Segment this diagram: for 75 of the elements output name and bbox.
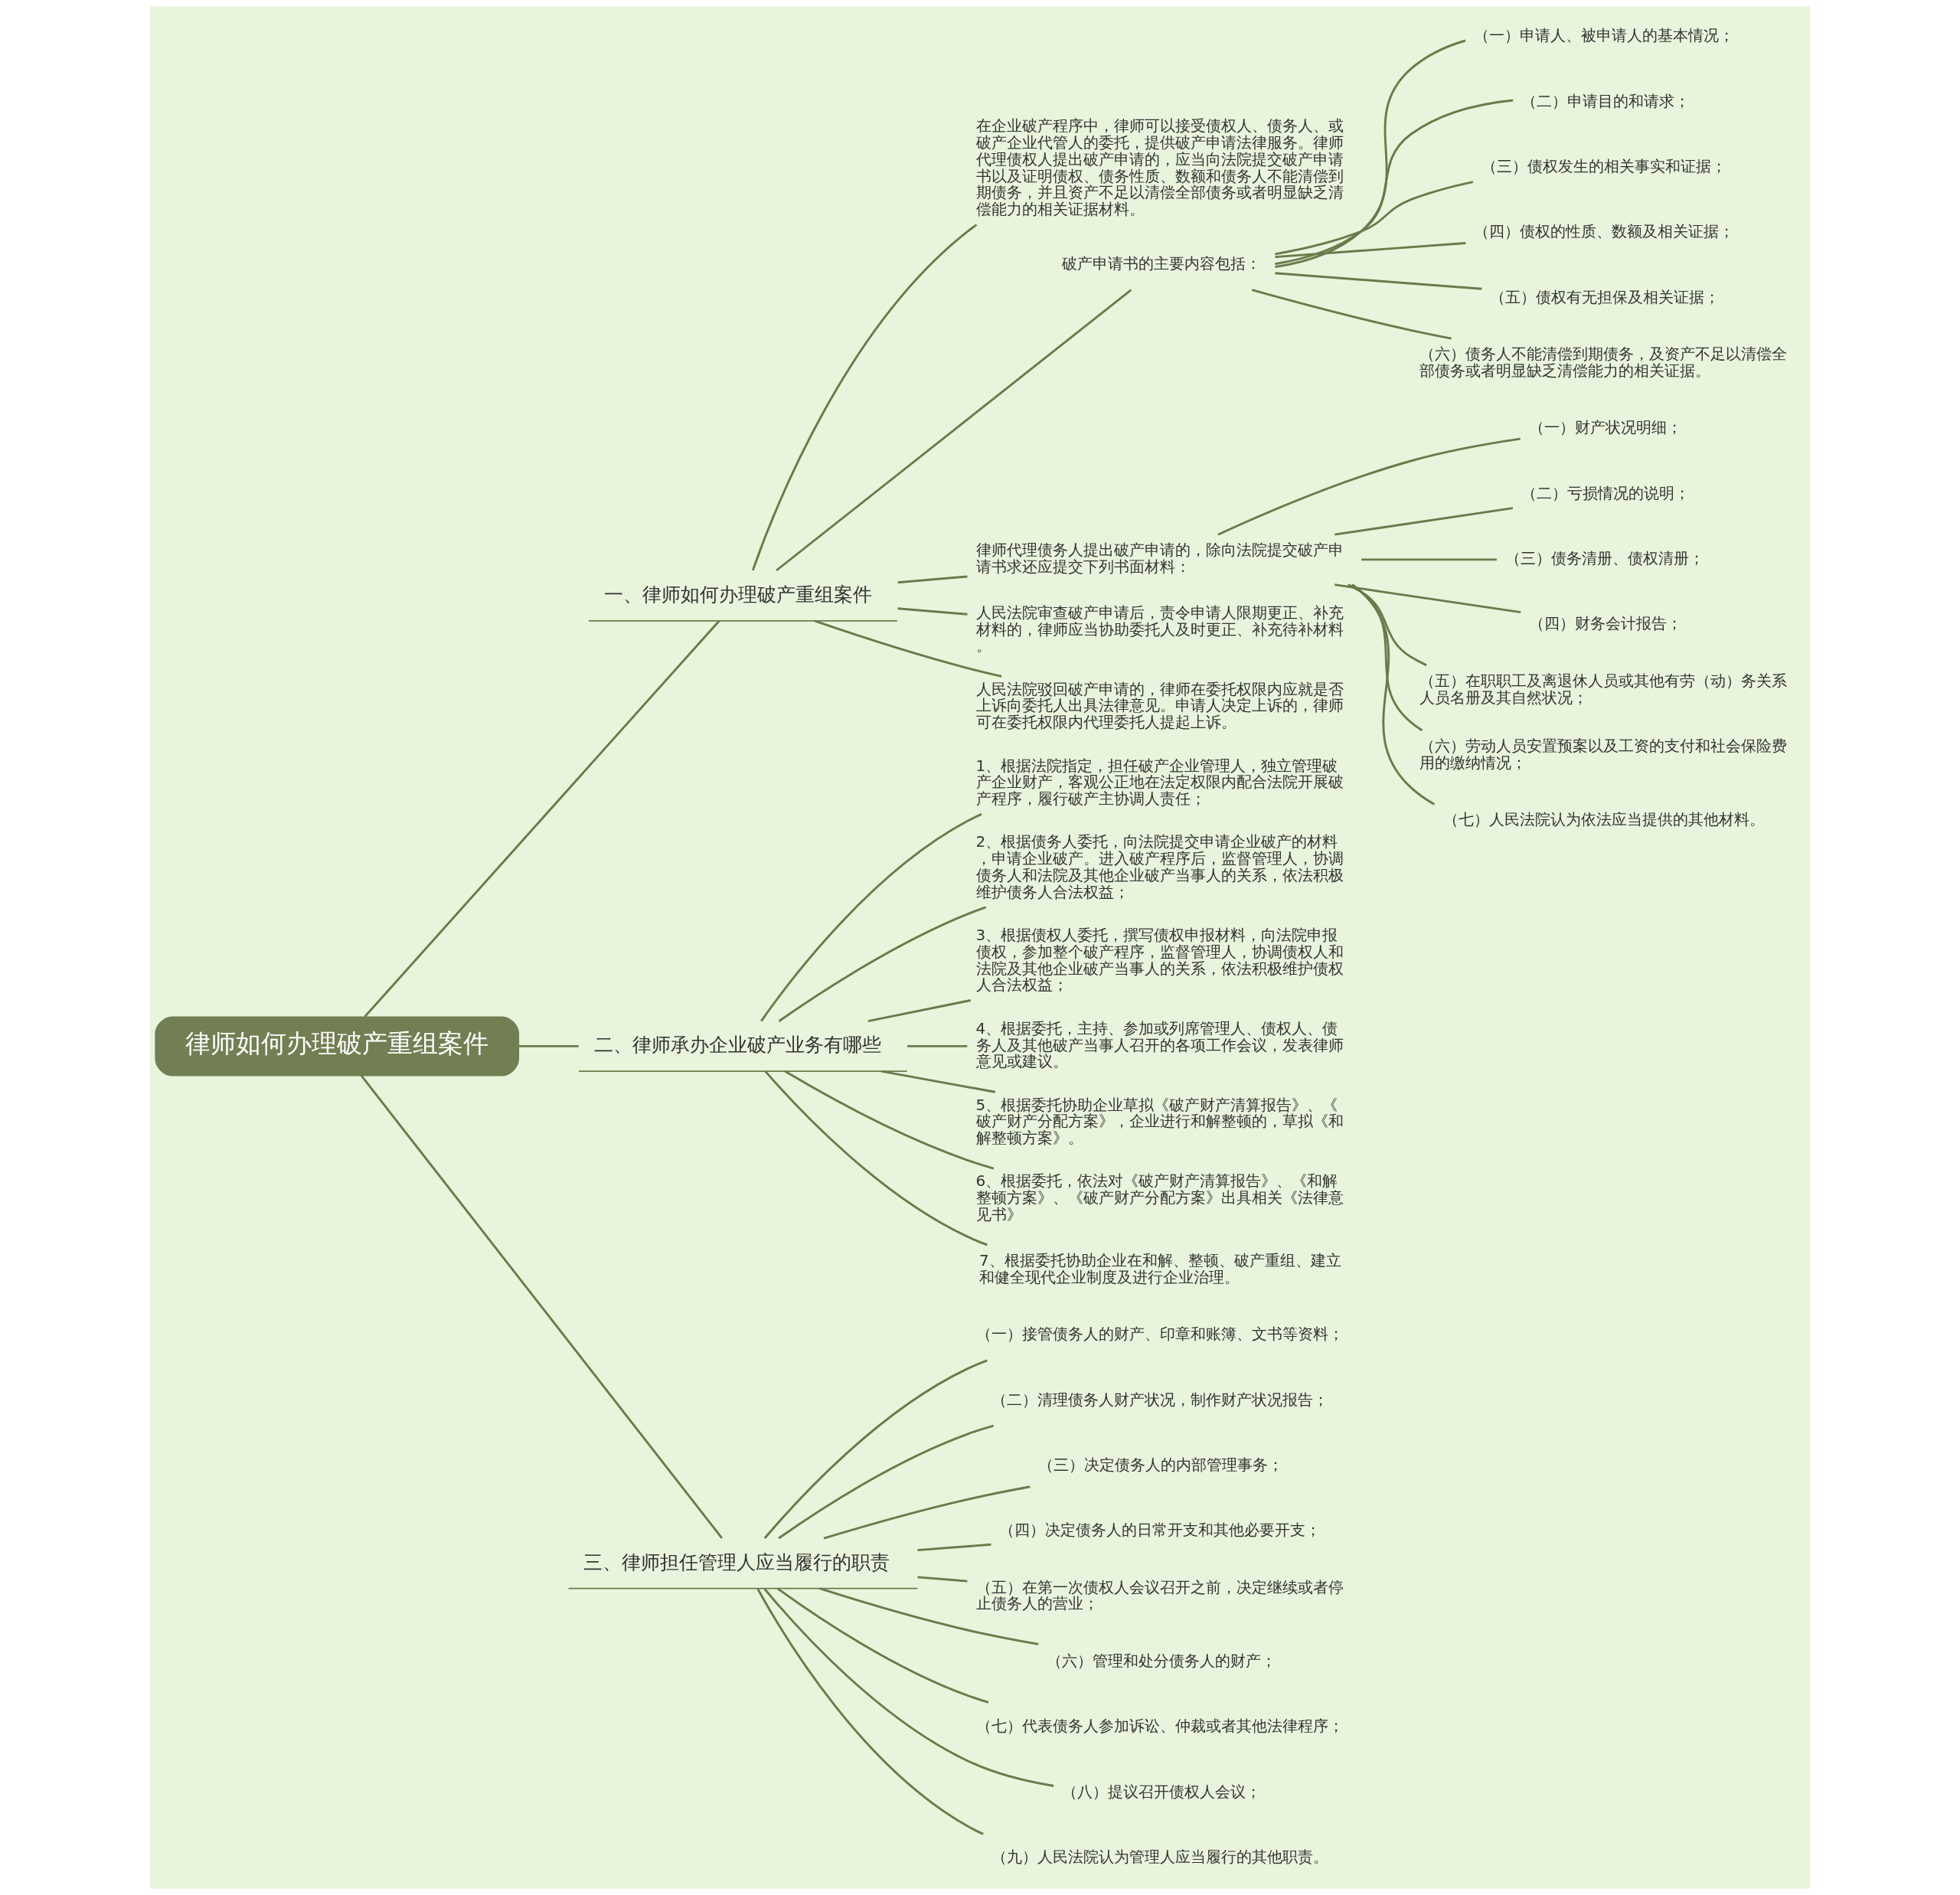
node-text: （六）债务人不能清偿到期债务，及资产不足以清偿全部债务或者明显缺乏清偿能力的相关证据。 (1419, 345, 1787, 380)
connector (867, 999, 971, 1023)
connector (880, 1070, 996, 1093)
node-text: （七）人民法院认为依法应当提供的其他材料。 (1442, 810, 1765, 829)
connector (823, 1485, 1031, 1540)
node-text: 人民法院驳回破产申请的，律师在委托权限内应就是否上诉向委托人出具法律意见。申请人决定上诉的，律师可在委托权限内代理委托人提起上诉。 (975, 679, 1344, 732)
connector (763, 1588, 1054, 1787)
node-text: （五）在职职工及离退休人员或其他有劳（动）务关系人员名册及其自然状况； (1419, 671, 1787, 707)
node-text: 三、律师担任管理人应当履行的职责 (583, 1550, 890, 1573)
node-text: （二）清理债务人财产状况，制作财产状况报告； (991, 1390, 1329, 1409)
node-text: （四）决定债务人的日常开支和其他必要开支； (999, 1521, 1321, 1540)
connector (778, 1424, 994, 1540)
node-text: 4、根据委托，主持、参加或列席管理人、债权人、债务人及其他破产当事人召开的各项工作会议，发表律师意见或建议。 (975, 1018, 1344, 1071)
node-text: 律师代理债务人提出破产申请的，除向法院提交破产申请书求还应提交下列书面材料： (975, 541, 1344, 576)
node-box: 律师如何办理破产重组案件 (155, 1016, 520, 1077)
node-text: （一）申请人、被申请人的基本情况； (1474, 26, 1735, 45)
connector (360, 1074, 724, 1539)
connector (917, 1543, 991, 1552)
node-text: 3、根据债权人委托，撰写债权申报材料，向法院申报债权，参加整个破产程序，监督管理人，协调债权人和法院及其他企业破产当事人的关系，依法积极维护债权人合法权益； (975, 926, 1344, 995)
connector (756, 1588, 984, 1835)
node-text: 6、根据委托，依法对《破产财产清算报告》、《和解整顿方案》、《破产财产分配方案》出具相关《法律意见书》 (975, 1171, 1344, 1224)
connector (760, 813, 982, 1022)
connector (1361, 558, 1497, 561)
node-text: 二、律师承办企业破产业务有哪些 (594, 1033, 882, 1057)
node-text: 一、律师如何办理破产重组案件 (603, 582, 872, 606)
connector (907, 1044, 968, 1047)
connector (1351, 583, 1436, 805)
node-text: 2、根据债务人委托，向法院提交申请企业破产的材料，申请企业破产。进入破产程序后，监督管理人，协调债务人和法院及其他企业破产当事人的关系，依法积极维护债务人合法权益； (975, 832, 1344, 901)
node-text: 1、根据法院指定，担任破产企业管理人，独立管理破产企业财产，客观公正地在法定权限内配合法院开展破产程序，履行破产主协调人责任； (975, 756, 1344, 809)
connector (1275, 272, 1482, 290)
node-text: （三）债务清册、债权清册； (1505, 548, 1705, 567)
connector (819, 1587, 1039, 1645)
connector (1275, 39, 1466, 269)
connector (1334, 583, 1521, 614)
node-text: （一）财产状况明细； (1529, 418, 1683, 437)
connector (364, 619, 720, 1018)
connector (1275, 181, 1474, 256)
node-text: （九）人民法院认为管理人应当履行的其他职责。 (991, 1847, 1329, 1866)
connector (778, 906, 987, 1022)
connector (897, 607, 968, 616)
node-text: （三）决定债务人的内部管理事务； (1038, 1455, 1284, 1474)
connector (917, 1576, 968, 1583)
connector (776, 1587, 989, 1704)
connector (518, 1044, 579, 1047)
node-text: （五）债权有无担保及相关证据； (1490, 287, 1720, 306)
connector (1348, 583, 1427, 667)
node-text: （四）债权的性质、数额及相关证据； (1474, 222, 1735, 241)
connector (1251, 289, 1452, 340)
connector (1275, 242, 1466, 259)
node-text: 5、根据委托协助企业草拟《破产财产清算报告》、《破产财产分配方案》，企业进行和解整顿的，草拟《和解整顿方案》。 (975, 1095, 1344, 1148)
connector (1217, 437, 1521, 536)
node-text: （四）财务会计报告； (1529, 614, 1683, 633)
connector (776, 289, 1132, 572)
node-text: （二）亏损情况的说明； (1521, 483, 1690, 502)
node-text: 7、根据委托协助企业在和解、整顿、破产重组、建立和健全现代企业制度及进行企业治理。 (979, 1250, 1341, 1286)
connector (784, 1070, 995, 1170)
connector (1351, 583, 1423, 732)
connector (814, 619, 1002, 678)
node-text: （八）提议召开债权人会议； (1062, 1782, 1262, 1801)
node-text: （六）管理和处分债务人的财产； (1047, 1651, 1277, 1670)
node-text: （一）接管债务人的财产、印章和账簿、文书等资料； (975, 1325, 1344, 1344)
node-text: （五）在第一次债权人会议召开之前，决定继续或者停止债务人的营业； (975, 1577, 1344, 1613)
connector (763, 1359, 988, 1539)
connector (897, 575, 968, 584)
node-text: 人民法院审查破产申请后，责令申请人限期更正、补充材料的，律师应当协助委托人及时更正、补充待补材料。 (975, 603, 1344, 655)
node-text: （二）申请目的和请求； (1521, 91, 1690, 110)
node-text: （六）劳动人员安置预案以及工资的支付和社会保险费用的缴纳情况； (1419, 737, 1787, 772)
connector (764, 1070, 988, 1246)
node-text: 破产申请书的主要内容包括： (1062, 254, 1262, 273)
connector (1334, 507, 1514, 536)
connector (751, 224, 978, 571)
connector (1275, 99, 1514, 266)
node-text: （三）债权发生的相关事实和证据； (1481, 156, 1727, 175)
node-text: （七）代表债务人参加诉讼、仲裁或者其他法律程序； (975, 1717, 1344, 1736)
node-text: 在企业破产程序中，律师可以接受债权人、债务人、或破产企业代管人的委托，提供破产申请法律服务。律师代理债权人提出破产申请的，应当向法院提交破产申请书以及证明债权、债务性质、数额和债务人不能清偿到期债务，并且资产不足以清偿全部债务或者明显缺乏清偿能力的相关证据材料。 (975, 116, 1344, 219)
